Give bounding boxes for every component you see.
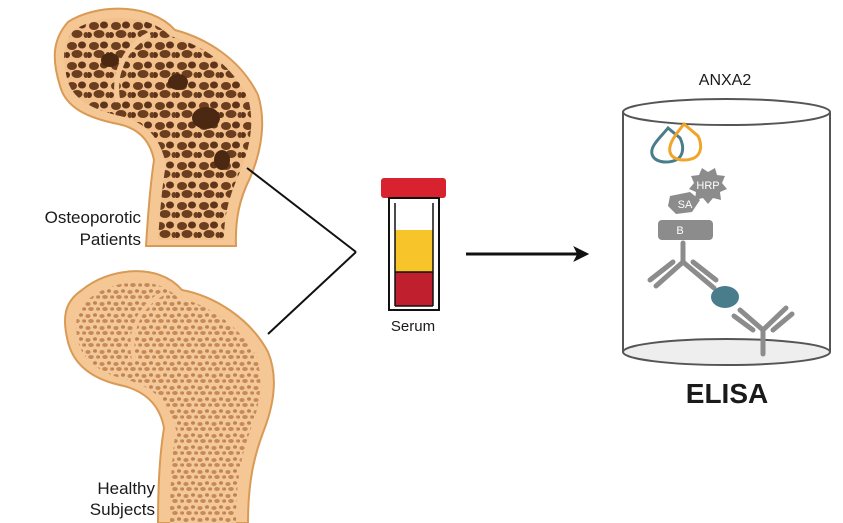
healthy-label-line1: Healthy <box>97 479 155 498</box>
substrate-droplet-icon <box>650 121 703 164</box>
osteoporotic-femur-illustration <box>53 7 264 247</box>
serum-layer <box>395 230 433 272</box>
biotin-tag: B <box>676 225 683 237</box>
antigen-label: ANXA2 <box>699 72 752 89</box>
detection-antibody-icon <box>647 240 719 291</box>
anxa2-antigen-icon <box>711 286 739 308</box>
healthy-femur-illustration <box>64 270 275 523</box>
sa-tag: SA <box>678 199 693 211</box>
elisa-well <box>622 98 831 366</box>
capture-antibody-icon <box>731 305 795 357</box>
hrp-tag: HRP <box>696 180 719 192</box>
osteoporotic-label-line2: Patients <box>80 230 141 249</box>
tube-cap <box>381 178 446 198</box>
blood-layer <box>395 272 433 306</box>
serum-tube <box>381 178 446 311</box>
converging-lines <box>246 167 357 335</box>
method-label: ELISA <box>686 378 768 409</box>
streptavidin-icon <box>668 192 700 214</box>
hrp-enzyme-icon <box>689 168 727 204</box>
healthy-label-line2: Subjects <box>90 500 155 519</box>
osteoporotic-label-line1: Osteoporotic <box>45 208 142 227</box>
serum-label: Serum <box>391 318 435 335</box>
biotin-block <box>658 220 713 240</box>
